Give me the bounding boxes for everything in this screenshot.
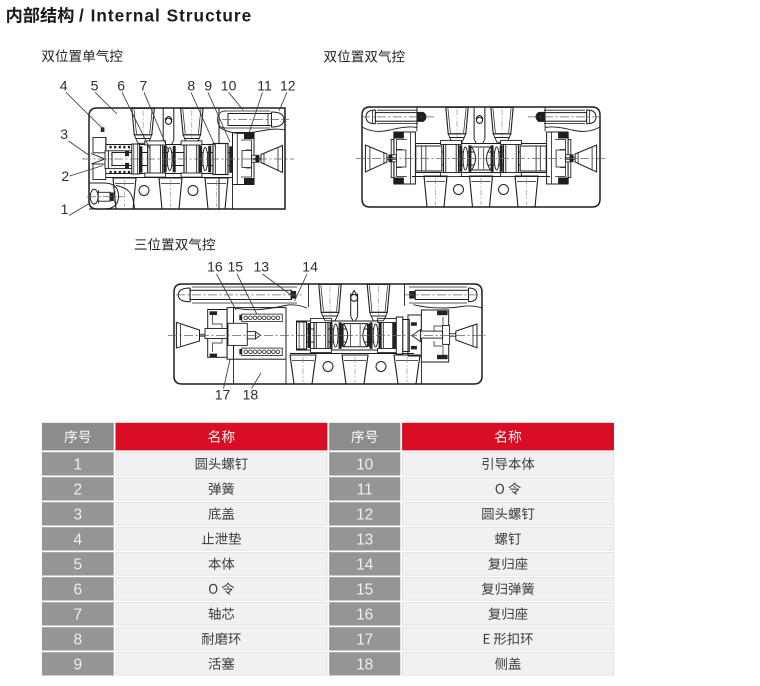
svg-text:5: 5	[73, 557, 82, 574]
svg-text:5: 5	[91, 77, 99, 93]
svg-text:6: 6	[73, 582, 82, 599]
svg-text:15: 15	[356, 582, 373, 599]
svg-text:12: 12	[356, 507, 373, 524]
svg-text:15: 15	[228, 259, 244, 275]
svg-text:14: 14	[302, 259, 318, 275]
svg-text:9: 9	[73, 657, 82, 674]
svg-text:12: 12	[280, 77, 296, 93]
svg-text:10: 10	[356, 456, 374, 473]
svg-text:6: 6	[117, 77, 125, 93]
svg-text:13: 13	[254, 259, 270, 275]
svg-text:11: 11	[257, 77, 272, 93]
svg-text:13: 13	[356, 532, 373, 549]
svg-text:8: 8	[73, 632, 82, 649]
svg-text:18: 18	[243, 387, 259, 403]
svg-text:11: 11	[357, 481, 373, 498]
svg-text:1: 1	[73, 456, 82, 473]
svg-text:/ Internal Structure: / Internal Structure	[79, 6, 252, 26]
svg-text:8: 8	[187, 77, 195, 93]
svg-text:10: 10	[221, 77, 237, 93]
svg-text:9: 9	[204, 77, 212, 93]
svg-text:4: 4	[60, 77, 68, 93]
svg-text:1: 1	[61, 201, 69, 217]
svg-text:7: 7	[73, 607, 82, 624]
svg-text:16: 16	[207, 259, 223, 275]
svg-text:3: 3	[60, 126, 68, 142]
svg-text:2: 2	[61, 168, 69, 184]
svg-text:18: 18	[356, 657, 373, 674]
svg-text:2: 2	[73, 481, 82, 498]
svg-text:4: 4	[73, 532, 82, 549]
svg-text:16: 16	[356, 607, 373, 624]
svg-text:17: 17	[215, 387, 231, 403]
svg-text:14: 14	[356, 557, 374, 574]
svg-text:17: 17	[356, 632, 373, 649]
svg-text:7: 7	[140, 77, 148, 93]
svg-text:3: 3	[73, 507, 82, 524]
